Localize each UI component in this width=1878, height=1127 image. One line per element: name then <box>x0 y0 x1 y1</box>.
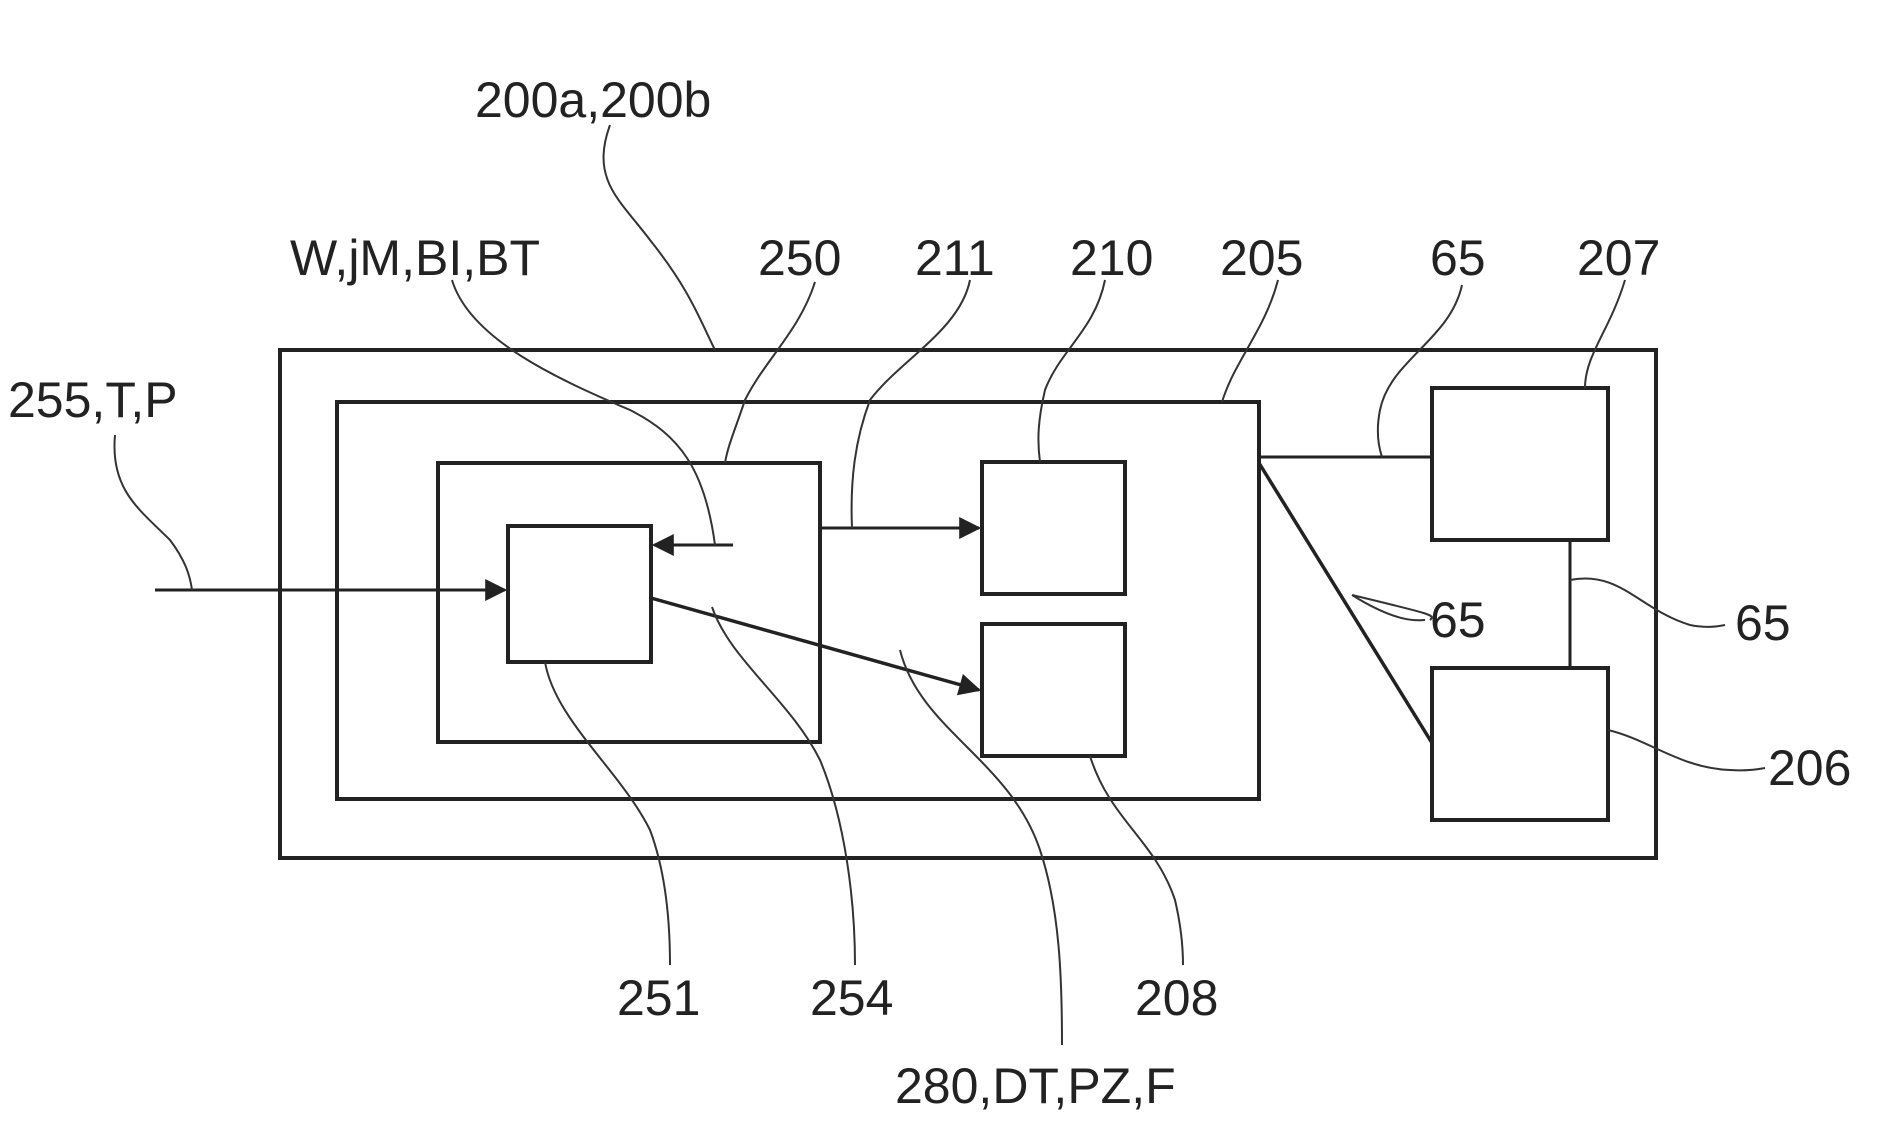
unit-210-box <box>982 462 1125 594</box>
label-unit-207: 207 <box>1577 230 1660 286</box>
module-250-box <box>438 463 820 742</box>
unit-251-box <box>508 526 651 662</box>
leader-65-diag <box>1352 595 1432 620</box>
leader-254 <box>712 607 855 965</box>
label-module-250: 250 <box>758 230 841 286</box>
leader-65-right <box>1570 578 1725 626</box>
link-65-diag-line <box>1259 463 1432 743</box>
leader-210 <box>1038 280 1105 462</box>
label-unit-208: 208 <box>1135 970 1218 1026</box>
label-link-65-right: 65 <box>1735 595 1791 651</box>
label-signal-254: 254 <box>810 970 893 1026</box>
leader-206 <box>1608 730 1765 770</box>
label-block-205: 205 <box>1220 230 1303 286</box>
label-link-211: 211 <box>915 230 995 286</box>
unit-206-box <box>1432 668 1608 820</box>
unit-207-box <box>1432 388 1608 540</box>
label-params: W,jM,BI,BT <box>290 230 540 286</box>
label-unit-251: 251 <box>617 970 700 1026</box>
label-system: 200a,200b <box>475 72 711 128</box>
leader-207 <box>1585 280 1625 388</box>
leader-params <box>452 280 715 545</box>
label-link-65-diag: 65 <box>1430 592 1486 648</box>
label-output: 280,DT,PZ,F <box>895 1058 1176 1114</box>
label-input: 255,T,P <box>8 372 178 428</box>
unit-208-box <box>982 624 1125 756</box>
output-arrow-280 <box>651 598 979 690</box>
leader-208 <box>1090 756 1183 965</box>
leader-205 <box>1222 280 1278 402</box>
leader-250 <box>725 282 815 463</box>
leader-65-top <box>1378 285 1462 457</box>
label-unit-206: 206 <box>1768 740 1851 796</box>
leader-input <box>114 435 192 590</box>
leader-200 <box>604 125 715 350</box>
leader-251 <box>545 662 670 965</box>
label-link-65-top: 65 <box>1430 230 1486 286</box>
label-unit-210: 210 <box>1070 230 1153 286</box>
